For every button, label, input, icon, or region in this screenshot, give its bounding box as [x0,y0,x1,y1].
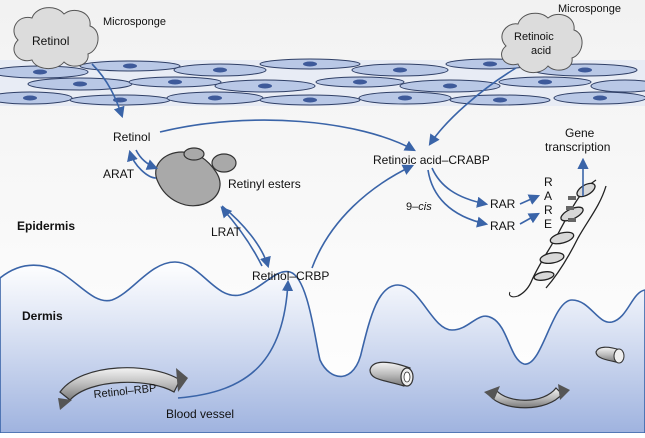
rar-lower-label: RAR [490,219,516,233]
retinoic-cloud-label-2: acid [531,45,551,57]
retinoic-crabp-label: Retinoic acid–CRABP [373,153,490,167]
arrow-rar-to-rare-upper [519,194,541,205]
rare-letter-e: E [544,217,552,231]
rar-upper-label: RAR [490,197,516,211]
arrow-microsponge-to-retinoic [428,67,517,146]
arrow-blood-to-retinol-crbp [177,279,294,399]
rare-letter-r1: R [544,175,553,189]
nine-cis-label: 9–cis [406,201,432,213]
rare-letter-a: A [544,189,552,203]
lrat-label: LRAT [211,225,241,239]
arat-label: ARAT [103,167,135,181]
microsponge-right-label: Microsponge [558,3,621,15]
arrow-esters-to-retinol [127,149,157,179]
retinol-crbp-label: Retinol–CRBP [252,269,329,283]
dermis-label: Dermis [22,309,63,323]
microsponge-cloud-left [13,7,99,69]
blood-vessel-right-curve [484,384,570,409]
blood-vessel-label: Blood vessel [166,407,234,421]
microsponge-left-label: Microsponge [103,16,166,28]
pathway-arrows [91,63,589,399]
blood-vessel-middle [369,361,414,387]
arrow-rar-to-rare-lower [519,212,540,225]
arrow-retinoic-to-rar-upper [431,167,489,208]
arrow-retinoic-to-rar-lower [427,169,489,228]
microsponge-cloud-right [501,12,583,73]
retinyl-esters-label: Retinyl esters [228,177,301,191]
blood-vessel-left [58,367,188,410]
dermis-region [0,261,645,434]
arrow-microsponge-to-retinol [91,63,125,119]
arrow-retinol-crbp-to-esters [220,206,263,267]
retinoic-cloud-label-1: Retinoic [514,31,554,43]
retinol-cloud-label: Retinol [32,34,69,48]
nine-cis-italic: cis [418,201,432,213]
retinyl-esters-blobs [155,147,237,207]
retinol-label: Retinol [113,130,150,144]
rare-letter-r2: R [544,203,553,217]
gene-label-line2: transcription [545,140,610,154]
blood-vessel-right-small [595,346,625,364]
arrow-retinol-to-retinoic-acid [159,119,416,152]
arrow-retinol-crbp-to-retinoic [311,164,415,269]
nine-prefix: 9– [406,201,419,213]
epidermis-label: Epidermis [17,219,75,233]
gene-label-line1: Gene [565,126,595,140]
